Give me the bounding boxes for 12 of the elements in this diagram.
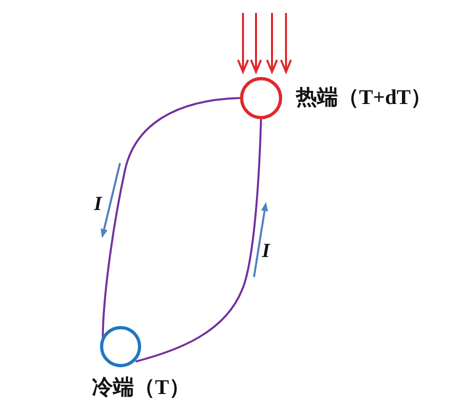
junction-circle [240, 76, 282, 120]
wire-line [102, 97, 240, 338]
arrow [266, 13, 278, 73]
current-label: I [94, 193, 102, 215]
wire-line [135, 119, 262, 363]
junction-label: 热端（T+dT） [296, 85, 432, 109]
junction-label: 冷端（T） [92, 375, 190, 399]
arrow [280, 13, 292, 73]
arrow [250, 13, 262, 73]
current-label: I [262, 240, 270, 262]
junction-circle [100, 326, 142, 368]
arrow [237, 13, 249, 73]
